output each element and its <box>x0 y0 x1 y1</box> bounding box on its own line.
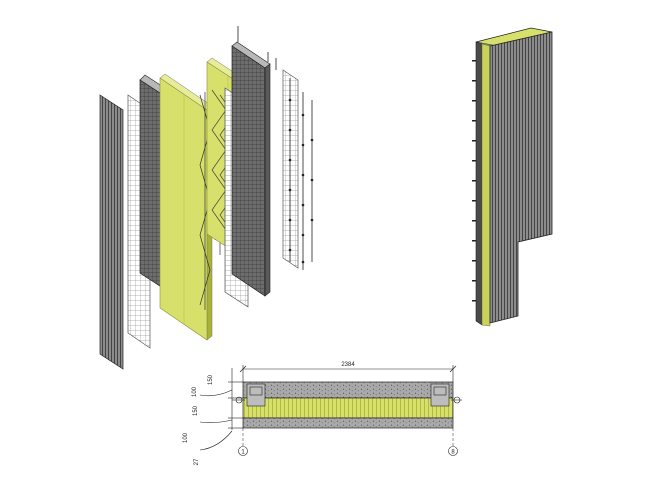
panel-studs <box>472 60 476 302</box>
exploded-view <box>99 26 314 370</box>
grid-label-right: 8 <box>451 450 455 456</box>
grid-label-left: 1 <box>241 450 245 456</box>
dim-label-5: 27 <box>194 458 200 465</box>
dim-label-2: 100 <box>192 386 198 397</box>
assembled-panel <box>472 27 553 327</box>
concrete-slab-layer-2 <box>231 41 271 297</box>
overall-width-label: 2384 <box>341 362 355 368</box>
dim-label-3: 150 <box>193 405 199 416</box>
section-drawing: 2384 150 100 150 <box>183 362 462 465</box>
outer-ribbed-skin-layer <box>99 94 124 370</box>
dim-label-1: 150 <box>208 374 214 385</box>
dim-label-4: 100 <box>183 432 189 443</box>
anchor-bars-layer <box>237 26 314 270</box>
insulation-layer-1 <box>159 73 213 341</box>
